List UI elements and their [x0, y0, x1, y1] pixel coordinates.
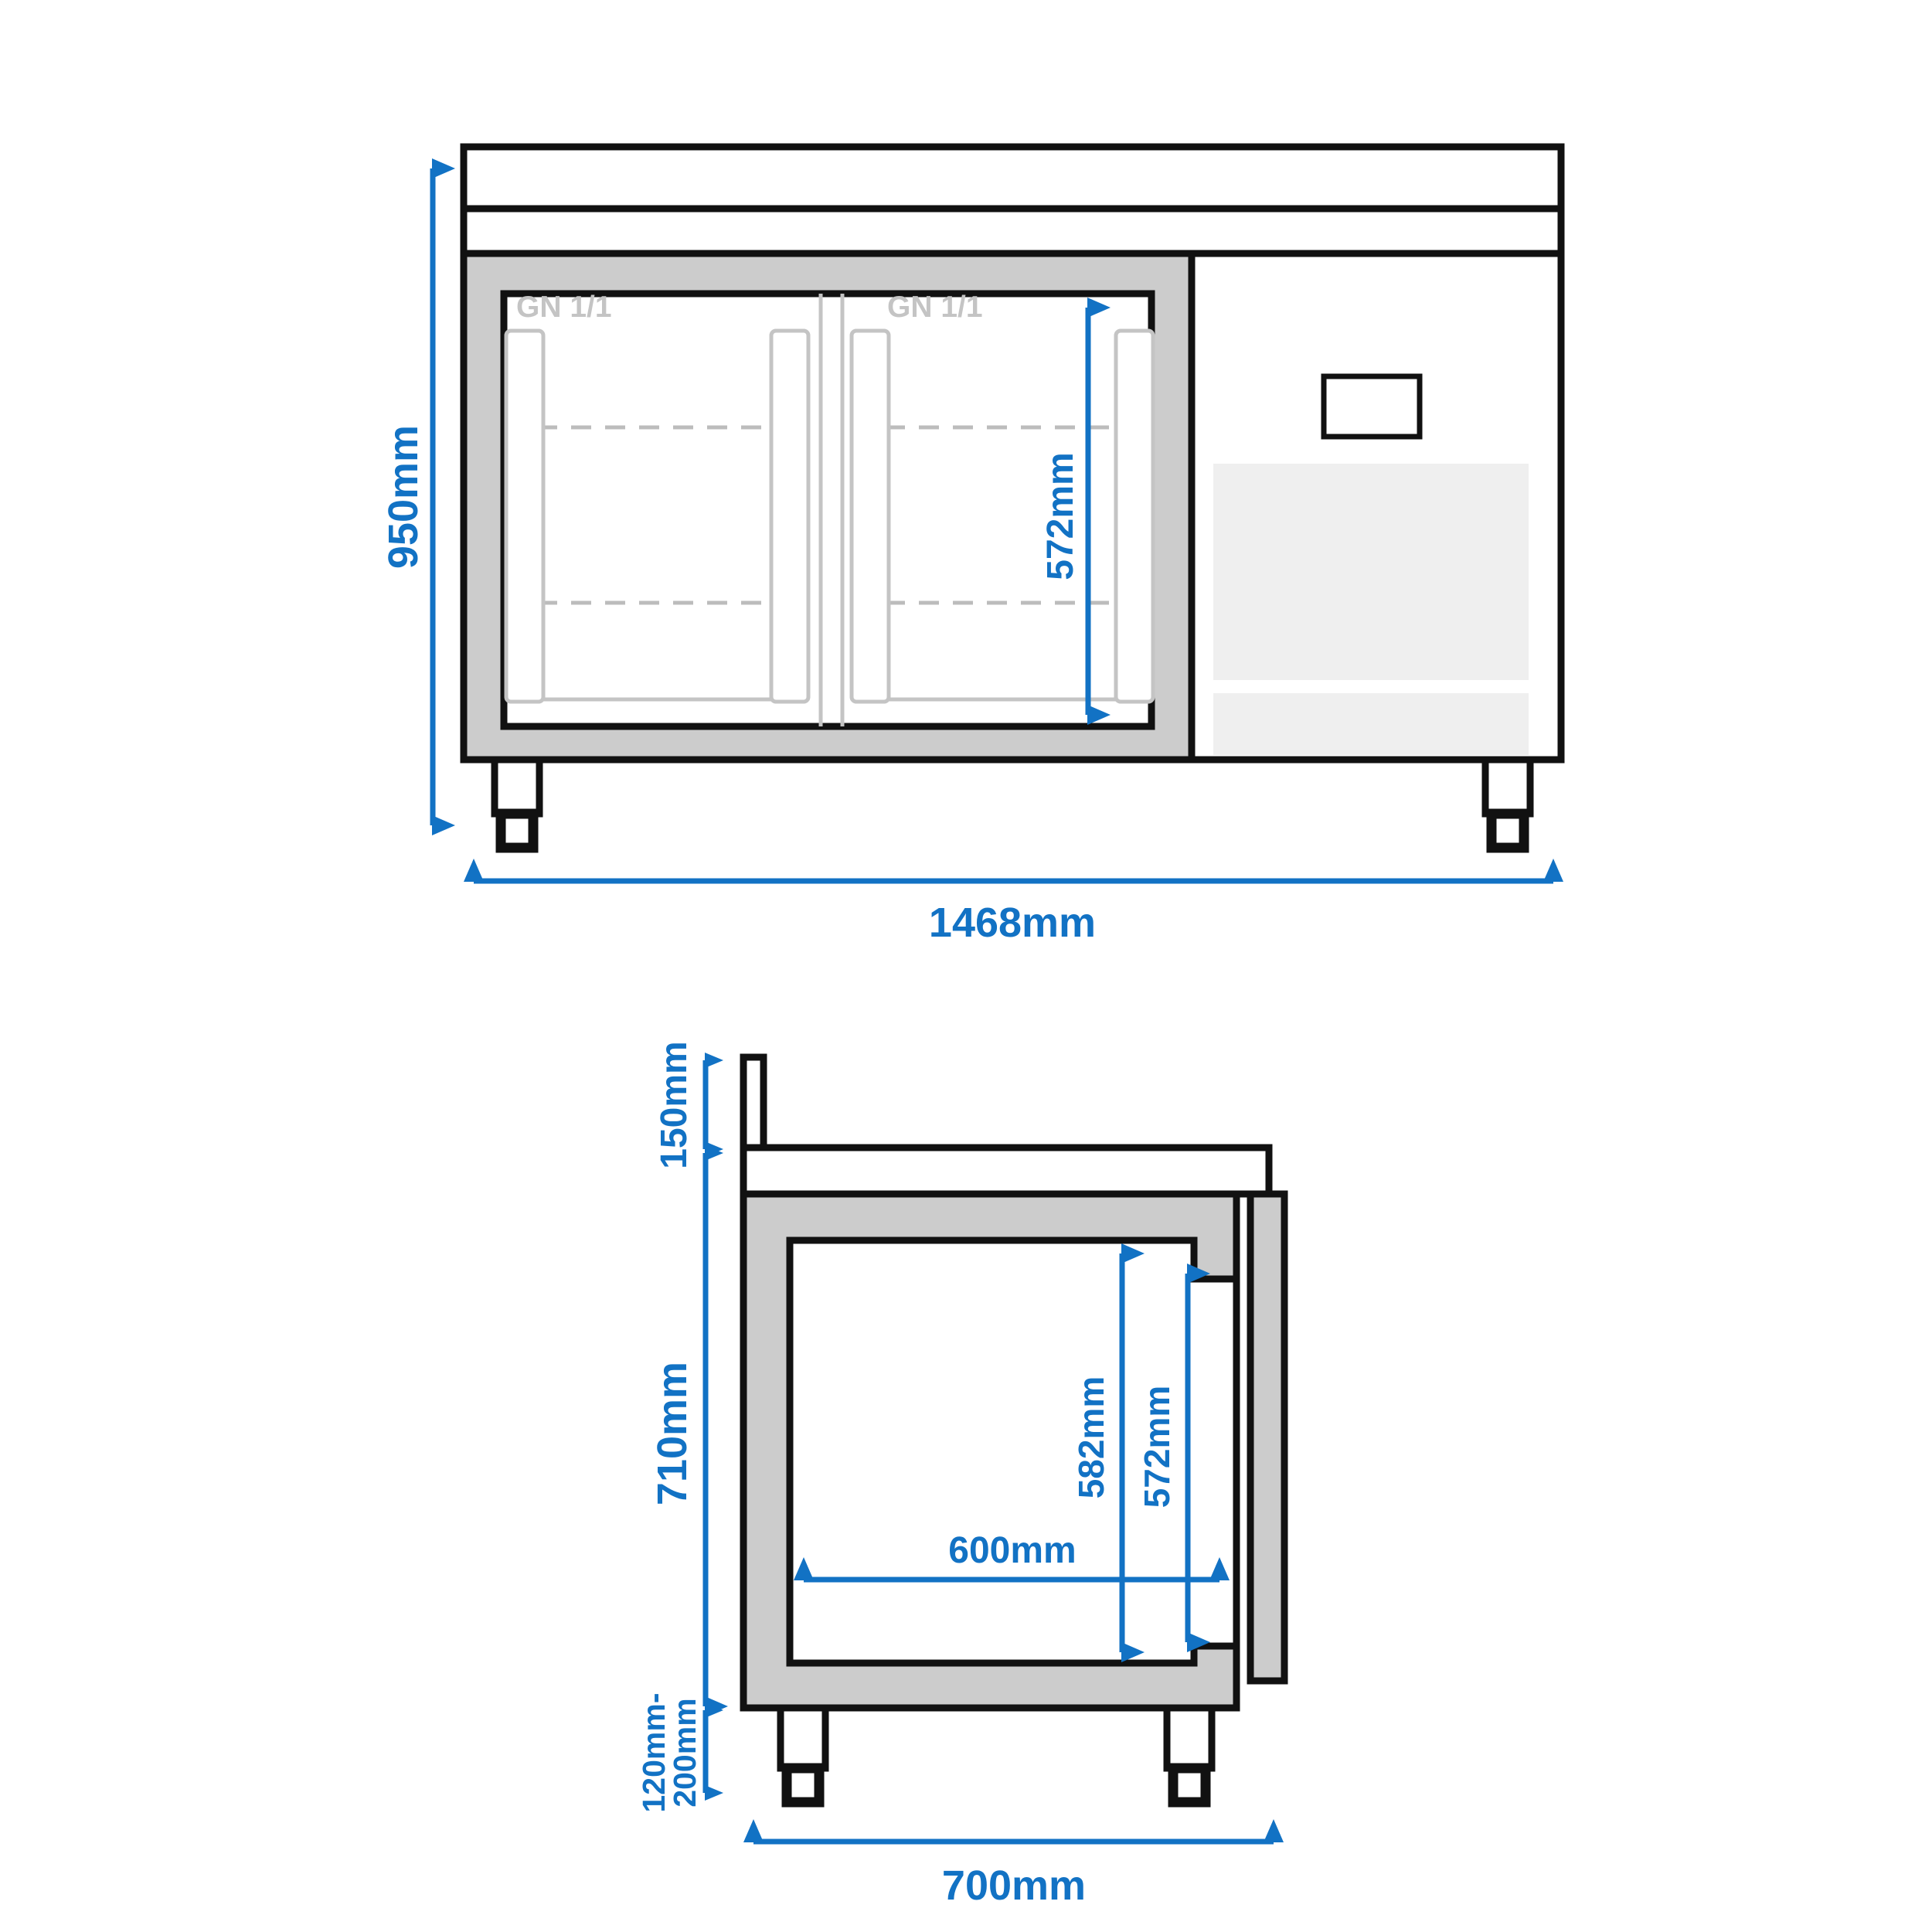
- side-dim-leg-height-label-2: 200mm: [667, 1698, 702, 1807]
- side-dim-body-height: 710mm: [649, 1145, 728, 1716]
- side-dim-body-height-label: 710mm: [649, 1362, 696, 1505]
- side-leg-left: [777, 1704, 829, 1808]
- front-dim-total-height-label: 950mm: [380, 425, 427, 569]
- side-dim-leg-height: 120mm- 200mm: [636, 1693, 723, 1813]
- front-elevation-group: GN 1/1 GN 1/1 950mm: [380, 143, 1565, 946]
- front-dim-inner-height-label: 572mm: [1040, 452, 1081, 580]
- front-dim-total-height: 950mm: [380, 158, 455, 835]
- front-grille-lower: [1213, 693, 1529, 755]
- front-inner-opening: [500, 290, 1155, 730]
- side-dim-total-depth: 700mm: [743, 1819, 1284, 1909]
- front-control-display: [1321, 373, 1423, 440]
- front-gn-left-label: GN 1/1: [516, 291, 612, 324]
- front-door-handles: [504, 294, 1155, 726]
- side-dim-inner-depth-upper: 582mm: [1071, 1243, 1145, 1662]
- side-dim-splashback: 150mm: [654, 1041, 723, 1169]
- front-leg-left: [491, 756, 543, 853]
- front-worktop: [460, 143, 1565, 213]
- side-leg-right: [1163, 1704, 1216, 1808]
- side-dim-leg-height-label-1: 120mm-: [636, 1693, 672, 1813]
- side-dim-inner-depth-upper-label: 582mm: [1071, 1376, 1111, 1499]
- front-apron: [460, 205, 1565, 257]
- side-elevation-group: 150mm 710mm 120mm- 200mm 582mm 572mm: [636, 1041, 1288, 1909]
- front-dim-inner-height: 572mm: [1040, 298, 1111, 725]
- side-dim-inner-width: 600mm: [794, 1530, 1230, 1583]
- side-splashback: [740, 1053, 767, 1155]
- front-dim-total-width-label: 1468mm: [929, 900, 1096, 946]
- side-dim-splashback-label: 150mm: [654, 1041, 695, 1168]
- front-grille-upper: [1213, 464, 1529, 680]
- front-dim-total-width: 1468mm: [464, 859, 1563, 946]
- side-worktop: [740, 1144, 1273, 1198]
- front-gn-right-label: GN 1/1: [887, 291, 983, 324]
- side-door-panel: [1247, 1190, 1288, 1685]
- side-dim-total-depth-label: 700mm: [942, 1862, 1086, 1909]
- front-leg-right: [1481, 756, 1534, 853]
- side-dim-inner-width-label: 600mm: [948, 1530, 1076, 1571]
- side-dim-inner-depth-lower-label: 572mm: [1137, 1386, 1177, 1509]
